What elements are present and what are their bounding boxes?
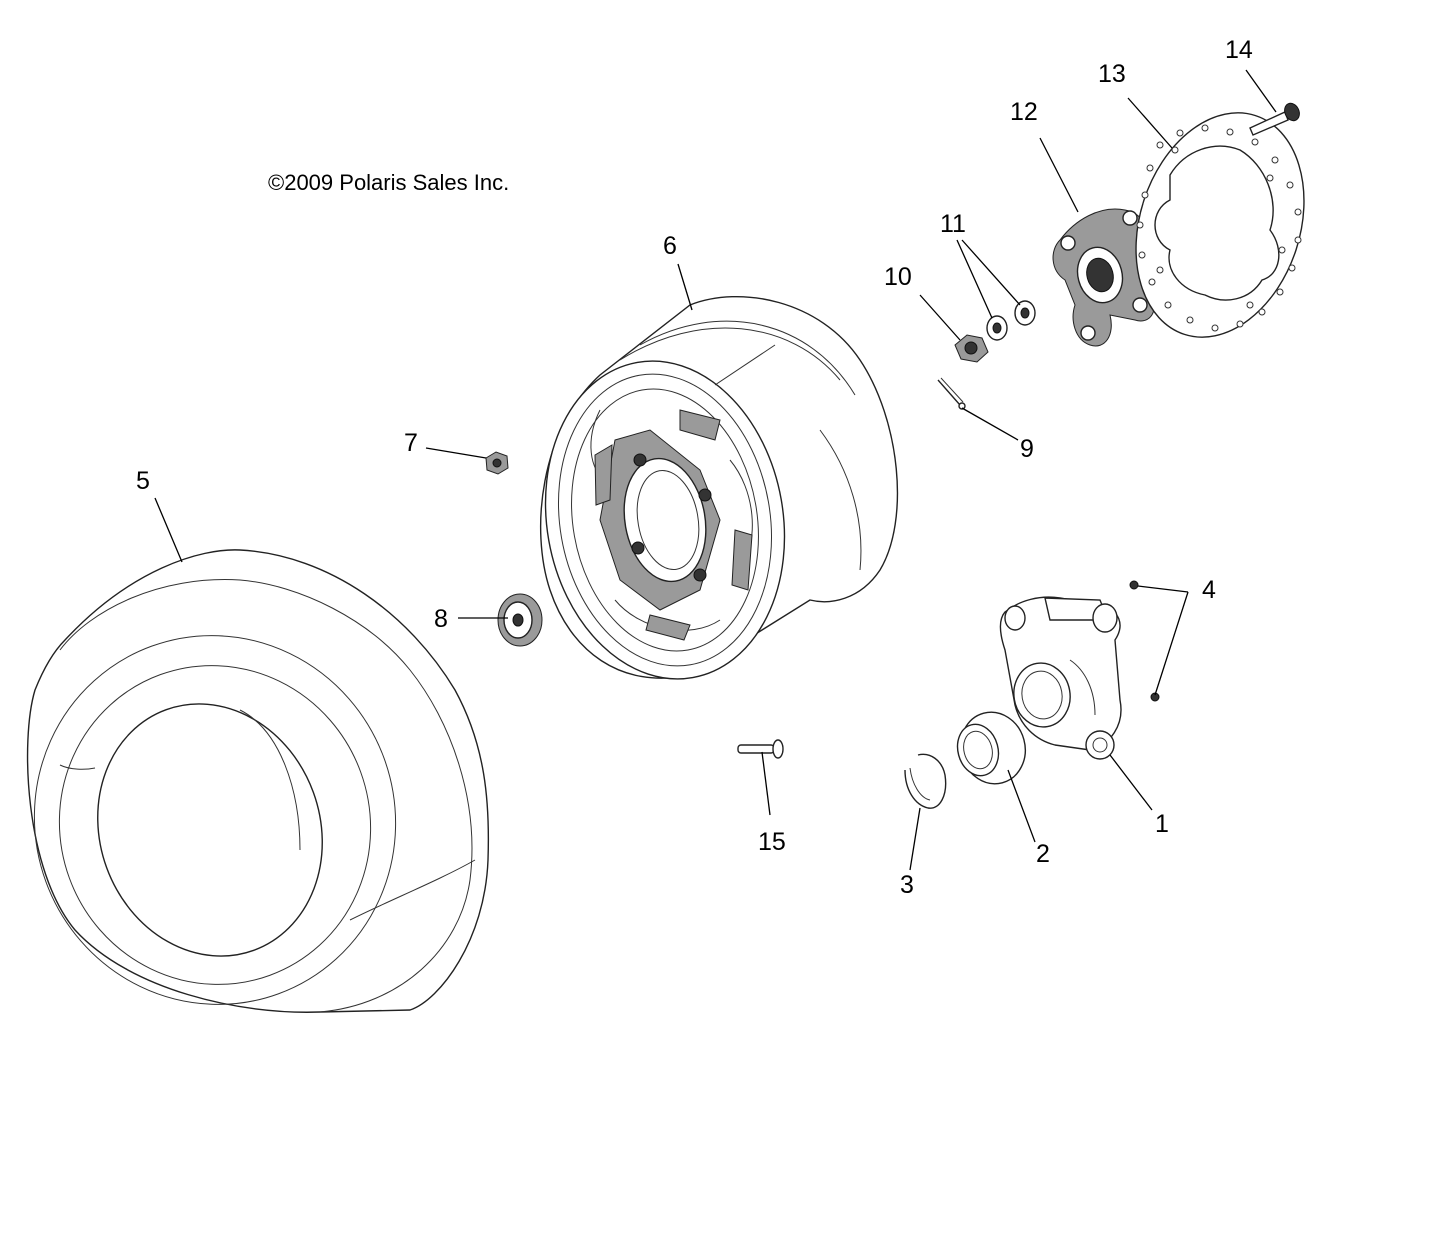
brake-disc	[1135, 112, 1305, 338]
callout-13: 13	[1098, 60, 1126, 88]
cotter-pin	[937, 377, 966, 410]
brake-disc-holes	[1136, 124, 1302, 332]
callout-numbers: 1 2 3 4 5 6 7 8 9 10 11 12 13 14 15	[136, 36, 1253, 899]
castle-nut	[954, 334, 989, 363]
small-nuts	[1129, 580, 1160, 702]
callout-12: 12	[1010, 98, 1038, 126]
center-cap	[497, 593, 543, 647]
callout-7: 7	[404, 429, 418, 457]
wheel-stud	[737, 739, 784, 759]
wheel-hub	[1052, 208, 1155, 347]
callout-2: 2	[1036, 840, 1050, 868]
callout-6: 6	[663, 232, 677, 260]
callout-3: 3	[900, 871, 914, 899]
callout-8: 8	[434, 605, 448, 633]
callout-4: 4	[1202, 576, 1216, 604]
hub-carrier	[999, 596, 1122, 760]
callout-10: 10	[884, 263, 912, 291]
callout-14: 14	[1225, 36, 1253, 64]
wheel-bearing	[956, 711, 1026, 785]
callout-9: 9	[1020, 435, 1034, 463]
tire	[26, 549, 490, 1013]
copyright-text: ©2009 Polaris Sales Inc.	[268, 170, 509, 195]
callout-1: 1	[1155, 810, 1169, 838]
lug-nut	[485, 451, 509, 475]
brake-bolt	[1249, 102, 1300, 136]
callout-15: 15	[758, 828, 786, 856]
wheel-rim	[539, 295, 899, 680]
wheel-center	[590, 409, 753, 641]
callout-11: 11	[940, 210, 966, 238]
washers	[986, 300, 1036, 341]
leader-lines	[154, 69, 1277, 871]
callout-5: 5	[136, 467, 150, 495]
snap-ring	[904, 753, 947, 809]
